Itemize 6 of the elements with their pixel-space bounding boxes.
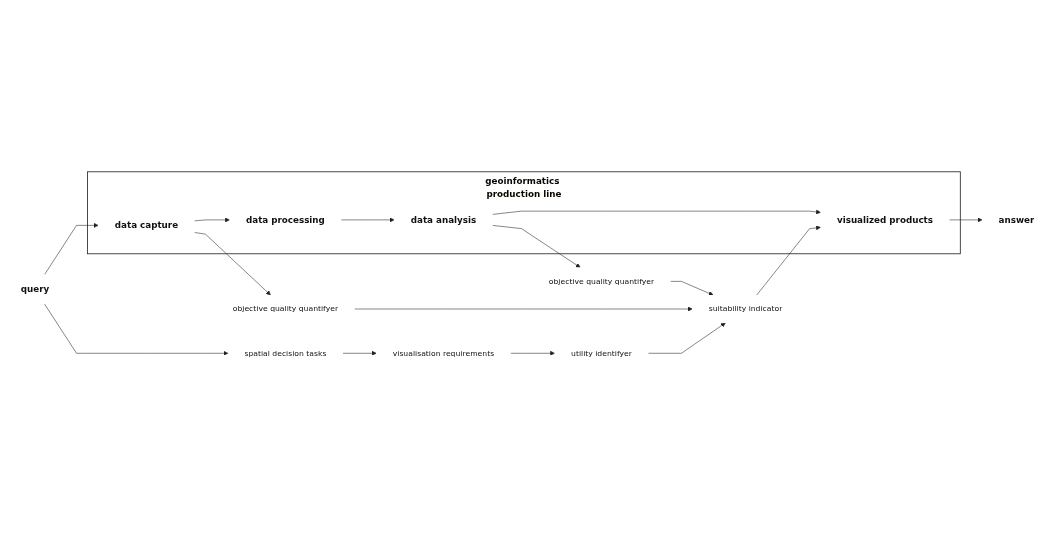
node-text: answer bbox=[998, 214, 1035, 225]
node-text: data analysis bbox=[410, 214, 477, 225]
node-text: query bbox=[20, 283, 50, 295]
node-text: data processing bbox=[245, 214, 325, 225]
node-text: visualized products bbox=[836, 214, 933, 225]
node-text: data capture bbox=[114, 219, 179, 231]
